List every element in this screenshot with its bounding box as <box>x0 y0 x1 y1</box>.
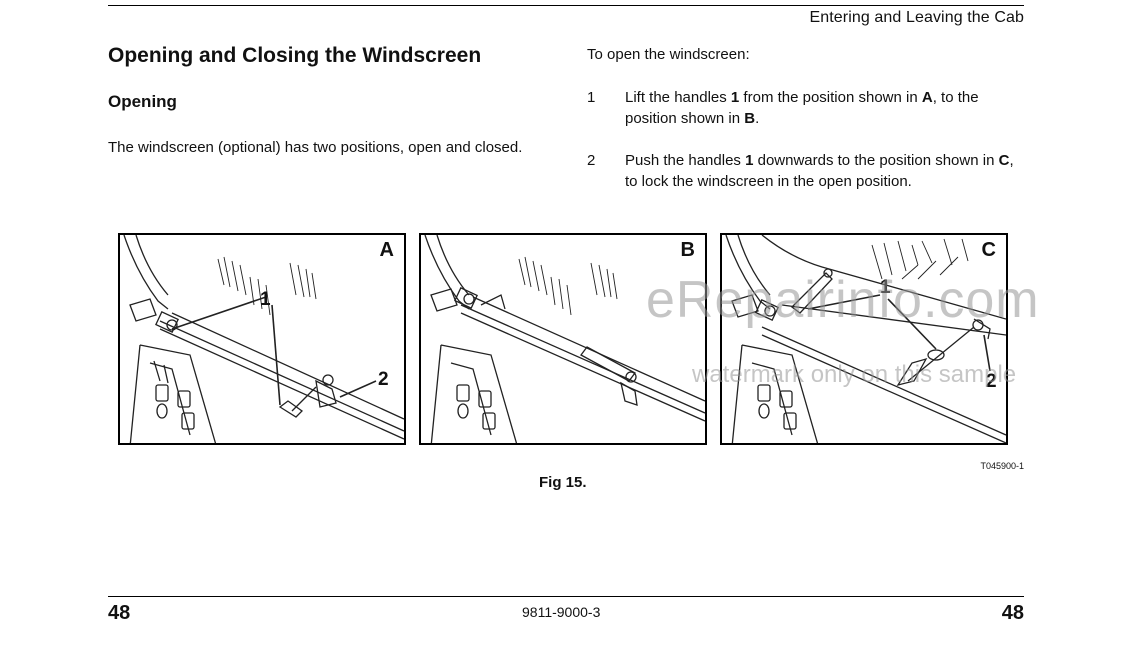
page-number-left: 48 <box>108 602 131 624</box>
panel-label: C <box>981 239 996 261</box>
panel-label: B <box>680 239 695 261</box>
figure-panel-b: B <box>419 233 707 445</box>
figure-code: T045900-1 <box>980 461 1024 471</box>
section-title: Opening and Closing the Windscreen <box>108 44 482 67</box>
footer-rule <box>108 596 1024 597</box>
document-number: 9811-9000-3 <box>522 604 601 620</box>
callout-label: 1 <box>260 289 271 310</box>
step-text: Lift the handles 1 from the position sho… <box>625 89 979 127</box>
procedure-lead: To open the windscreen: <box>587 46 750 63</box>
figure-caption: Fig 15. <box>539 474 587 491</box>
step-number: 2 <box>587 152 596 169</box>
step-text: Push the handles 1 downwards to the posi… <box>625 152 1014 190</box>
panel-label: A <box>379 239 394 261</box>
windscreen-lifted-illustration <box>424 235 705 443</box>
intro-paragraph: The windscreen (optional) has two positi… <box>108 139 523 156</box>
step-number: 1 <box>587 89 596 106</box>
page-number-right: 48 <box>1001 602 1024 624</box>
procedure-step: 2 Push the handles 1 downwards to the po… <box>587 150 1027 192</box>
windscreen-open-illustration <box>725 235 1006 443</box>
subsection-title: Opening <box>108 92 177 111</box>
windscreen-closed-illustration <box>123 235 404 443</box>
callout-label: 2 <box>986 371 997 392</box>
callout-label: 2 <box>378 369 389 390</box>
procedure-step: 1 Lift the handles 1 from the position s… <box>587 87 1027 129</box>
header-rule <box>108 5 1024 6</box>
running-header: Entering and Leaving the Cab <box>809 9 1024 26</box>
figure-panel-c: C 1 2 <box>720 233 1008 445</box>
callout-label: 1 <box>880 277 891 298</box>
figure-panel-a: A 1 2 <box>118 233 406 445</box>
